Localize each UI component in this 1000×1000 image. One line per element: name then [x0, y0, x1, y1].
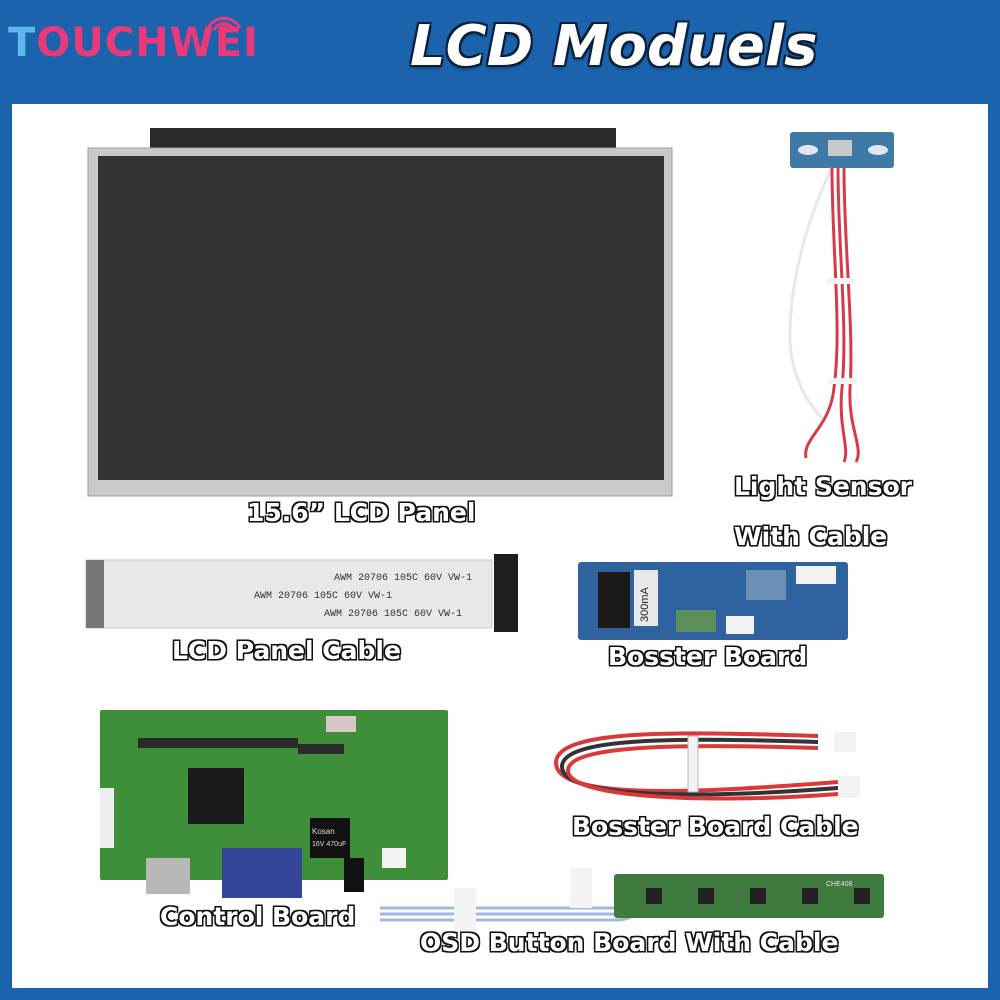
lcd-panel-label: 15.6” LCD Panel — [247, 498, 476, 527]
cable-print-row-1: AWM 20706 105C 60V VW-1 — [334, 573, 472, 584]
light-sensor-image — [788, 132, 894, 463]
booster-current-text: 300mA — [639, 586, 651, 622]
control-board-label: Control Board — [160, 902, 356, 931]
lcd-panel-image — [87, 128, 673, 497]
header-bar: TOUCHWEI LCD Moduels — [0, 0, 1000, 104]
lcd-panel-cable-label: LCD Panel Cable — [172, 636, 401, 665]
capacitor-rating-text: 16V 470uF — [312, 841, 346, 848]
lcd-panel-cable-image: AWM 20706 105C 60V VW-1 AWM 20706 105C 6… — [85, 554, 518, 632]
booster-board-cable-label: Bosster Board Cable — [572, 812, 859, 841]
cable-print-row-3: AWM 20706 105C 60V VW-1 — [324, 609, 462, 620]
booster-board-cable-image — [553, 731, 860, 801]
light-sensor-label-line1: Light Sensor — [734, 472, 912, 501]
light-sensor-label-line2: With Cable — [734, 522, 888, 551]
wifi-icon — [206, 16, 242, 33]
cable-print-row-2: AWM 20706 105C 60V VW-1 — [254, 591, 392, 602]
capacitor-brand-text: Kosan — [312, 827, 335, 836]
osd-button-board-image: CHE406 — [380, 868, 884, 932]
page-title: LCD Moduels — [410, 14, 818, 79]
control-board-image: Kosan 16V 470uF — [100, 710, 448, 898]
osd-code-text: CHE406 — [826, 881, 853, 888]
osd-button-board-label: OSD Button Board With Cable — [420, 928, 839, 957]
booster-board-label: Bosster Board — [608, 642, 808, 671]
booster-board-image: 300mA — [578, 562, 848, 640]
